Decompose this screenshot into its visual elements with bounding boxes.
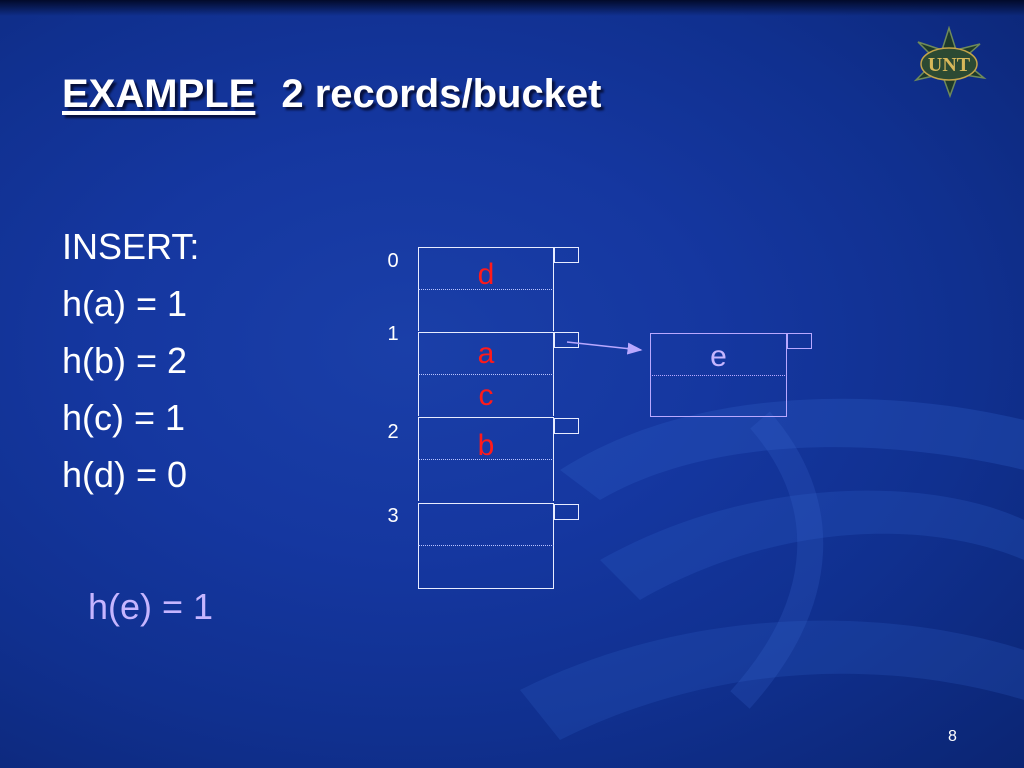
hash-line-c: h(c) = 1 xyxy=(62,397,186,438)
bucket-3-slot-2 xyxy=(418,545,554,589)
insert-list: INSERT: h(a) = 1 h(b) = 2 h(c) = 1 h(d) … xyxy=(62,218,199,503)
bucket-3-pointer xyxy=(554,504,579,520)
title-example: EXAMPLE xyxy=(62,72,256,116)
record-b: b xyxy=(477,429,495,462)
unt-logo: UNT xyxy=(913,26,987,98)
bucket-2-pointer xyxy=(554,418,579,434)
title-records-per-bucket: 2 records/bucket xyxy=(281,72,602,116)
bucket-index-2: 2 xyxy=(387,421,399,443)
bucket-2-slot-1: b xyxy=(418,417,554,462)
overflow-slot-1: e xyxy=(650,333,787,375)
bucket-index-1: 1 xyxy=(387,323,399,345)
hash-line-b: h(b) = 2 xyxy=(62,340,188,381)
bucket-index-0: 0 xyxy=(387,250,399,272)
insert-heading: INSERT: xyxy=(62,226,200,267)
overflow-slot-2 xyxy=(650,375,787,417)
bucket-0-pointer xyxy=(554,247,579,263)
hash-line-d: h(d) = 0 xyxy=(62,454,188,495)
record-a: a xyxy=(477,337,495,370)
hash-line-a: h(a) = 1 xyxy=(62,283,188,324)
record-c: c xyxy=(478,379,494,412)
bucket-2-slot-2 xyxy=(418,459,554,501)
logo-text: UNT xyxy=(928,54,971,76)
bucket-0-slot-1: d xyxy=(418,247,554,291)
slide-title: EXAMPLE 2 records/bucket xyxy=(62,72,602,117)
bucket-0-slot-2 xyxy=(418,289,554,331)
bucket-1-slot-2: c xyxy=(418,374,554,416)
bucket-1-slot-1: a xyxy=(418,332,554,374)
record-d: d xyxy=(477,258,495,291)
record-e: e xyxy=(710,340,727,373)
bucket-1-pointer xyxy=(554,332,579,348)
bucket-index-3: 3 xyxy=(387,505,399,527)
hash-line-e: h(e) = 1 xyxy=(88,586,214,627)
overflow-pointer xyxy=(787,333,812,349)
page-number: 8 xyxy=(948,728,957,745)
bucket-3-slot-1 xyxy=(418,503,554,545)
top-band xyxy=(0,0,1024,16)
